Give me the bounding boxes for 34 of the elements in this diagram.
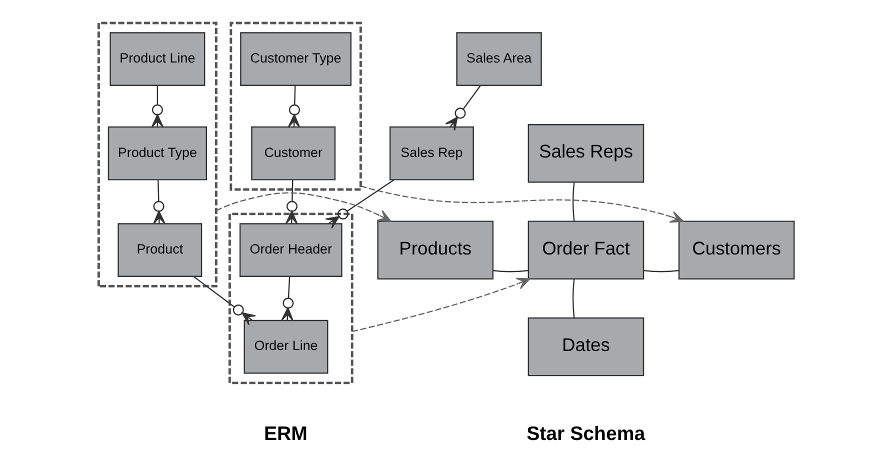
arrow [351,278,530,332]
connector [287,86,300,128]
connector [280,276,294,322]
connector [150,86,164,128]
node-box: Product Type [107,126,207,180]
connector [643,270,678,272]
connector [324,179,394,229]
connector [572,182,574,222]
arrow [215,192,391,222]
node-box: Customer [250,126,336,180]
node-box: Dates [527,317,644,376]
connector [492,270,528,272]
connector [192,276,256,326]
node-box: Products [376,220,494,280]
node-box: Product [117,223,202,278]
cluster [228,212,353,384]
label: ERM [263,423,307,446]
node-box: Sales Rep [388,126,474,180]
node-box: Customers [678,220,794,280]
arrow [360,185,684,223]
connector [444,86,480,131]
node-box: Product Line [109,32,205,86]
node-box: Customer Type [240,32,352,86]
label: Star Schema [526,423,645,446]
node-box: Sales Area [456,32,542,86]
node-box: Order Line [243,320,328,374]
connector [152,180,165,224]
node-box: Sales Reps [527,124,644,183]
cluster [229,22,362,191]
connector [284,180,298,224]
node-box: Order Fact [527,220,644,280]
cluster [96,22,217,288]
node-box: Order Header [238,223,342,278]
connector [572,279,574,318]
